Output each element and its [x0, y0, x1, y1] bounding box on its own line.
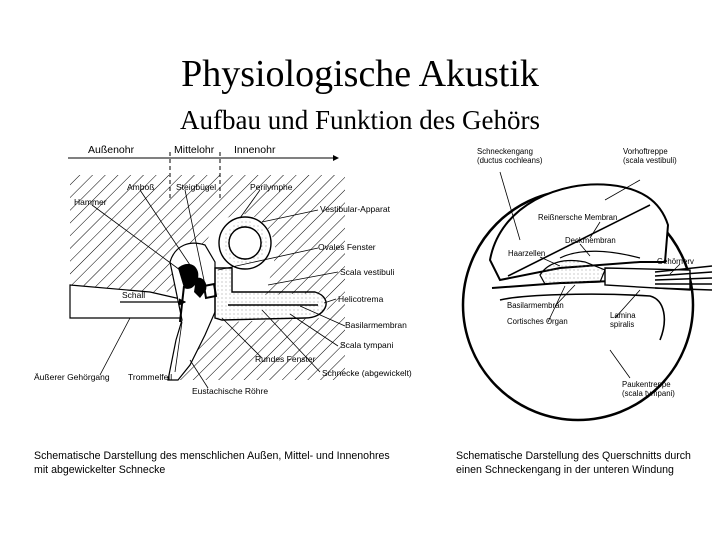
label-scala-vestibuli: Scala vestibuli — [340, 267, 394, 277]
ossicles — [178, 263, 218, 300]
organ-of-corti — [539, 259, 606, 285]
caption-right: Schematische Darstellung des Querschnitt… — [456, 450, 691, 476]
label-hoernerv: Gehörnerv — [657, 257, 694, 266]
label-steigbuegel: Steigbügel — [176, 182, 216, 192]
tectorial-membrane — [559, 250, 641, 259]
label-amboss: Amboß — [127, 182, 154, 192]
page-subtitle: Aufbau und Funktion des Gehörs — [180, 105, 540, 135]
label-scala-tympani-right: (scala tympani) — [622, 389, 675, 398]
label-helicotrema: Helicotrema — [338, 294, 384, 304]
left-labels — [91, 189, 346, 389]
label-reissner: Reißnersche Membran — [538, 213, 617, 222]
cochlear-duct-cross-section: Schneckengang (ductus cochleans) Vorhoft… — [461, 147, 713, 422]
label-vestibular: Vestibular-Apparat — [320, 204, 391, 214]
label-paukentreppe: Paukentreppe — [622, 380, 671, 389]
uncoiled-cochlea — [214, 267, 327, 321]
vestibular-apparatus — [218, 216, 272, 270]
label-rundes-fenster: Rundes Fenster — [255, 354, 316, 364]
label-scala-tympani: Scala tympani — [340, 340, 393, 350]
label-schnecke: Schnecke (abgewickelt) — [322, 368, 412, 378]
section-label-mittelohr: Mittelohr — [174, 144, 215, 156]
page-title: Physiologische Akustik — [181, 53, 539, 95]
outer-middle-inner-ear-diagram: Außenohr Mittelohr Innenohr — [34, 144, 412, 396]
label-deckmembran: Deckmembran — [565, 236, 616, 245]
right-labels — [499, 171, 681, 379]
caption-left: Schematische Darstellung des menschliche… — [34, 450, 390, 476]
label-basilarmembran-right: Basilarmembran — [507, 301, 564, 310]
section-label-innenohr: Innenohr — [234, 144, 276, 156]
label-schall: Schall — [122, 290, 145, 300]
label-perilymphe: Perilymphe — [250, 182, 293, 192]
label-hammer: Hammer — [74, 197, 107, 207]
label-haarzellen: Haarzellen — [508, 249, 545, 258]
label-gehoergang: Äußerer Gehörgang — [34, 372, 110, 382]
label-trommelfell: Trommelfell — [128, 372, 172, 382]
label-basilarmembran-left: Basilarmembran — [345, 320, 407, 330]
label-eustachische: Eustachische Röhre — [192, 386, 268, 396]
section-label-aussenohr: Außenohr — [88, 144, 135, 156]
scala-tympani-chamber — [499, 293, 666, 341]
reissner-membrane — [507, 204, 651, 277]
label-lamina: Lamina — [610, 311, 636, 320]
label-scala-vestibuli-right: (scala vestibuli) — [623, 156, 677, 165]
section-header: Außenohr Mittelohr Innenohr — [68, 144, 339, 200]
label-vorhoftreppe: Vorhoftreppe — [623, 147, 668, 156]
temporal-bone — [70, 175, 345, 380]
scala-vestibuli-chamber — [488, 183, 670, 282]
label-cortisches-organ: Cortisches Organ — [507, 317, 568, 326]
label-schneckengang: Schneckengang — [477, 147, 533, 156]
auditory-nerve — [654, 265, 713, 291]
label-ovales-fenster: Ovales Fenster — [318, 242, 376, 252]
label-spiralis: spiralis — [610, 320, 634, 329]
label-ductus-cochleans: (ductus cochleans) — [477, 156, 543, 165]
